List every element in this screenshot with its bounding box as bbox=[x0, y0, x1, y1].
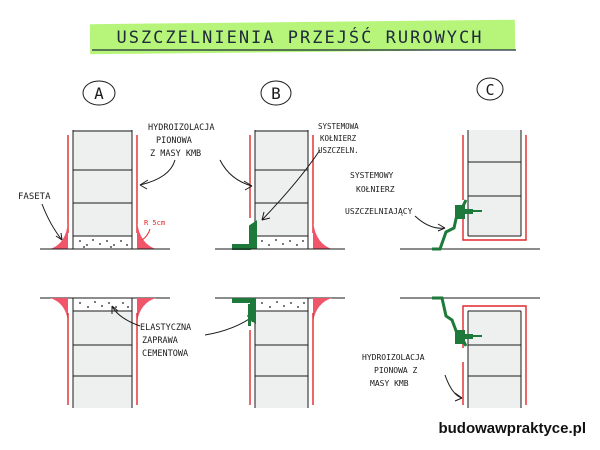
hydro-c-label-1: HYDROIZOLACJA bbox=[362, 353, 425, 362]
slab bbox=[254, 235, 309, 250]
faseta-label: FASETA bbox=[18, 192, 51, 202]
panel-c-bottom: HYDROIZOLACJA PIONOWA Z MASY KMB bbox=[362, 296, 540, 408]
hydro-c-label-3: MASY KMB bbox=[370, 379, 409, 388]
pipe-body bbox=[73, 130, 132, 236]
panel-c-top: SYSTEMOWY KOŁNIERZ USZCZELNIAJĄCY bbox=[345, 130, 540, 251]
title-highlight bbox=[89, 19, 516, 55]
brand-watermark: budowawpraktyce.pl bbox=[438, 420, 586, 437]
svg-text:A: A bbox=[94, 84, 104, 103]
r5cm-label: R 5cm bbox=[144, 219, 165, 227]
panel-b-bottom bbox=[215, 297, 345, 408]
slab bbox=[72, 297, 133, 312]
hydro-a-label-1: HYDROIZOLACJA bbox=[148, 123, 215, 133]
systemowa-b-label-1: SYSTEMOWA bbox=[318, 122, 359, 131]
zaprawa-label-3: CEMENTOWA bbox=[142, 349, 188, 359]
page-title: USZCZELNIENIA PRZEJŚĆ RUROWYCH bbox=[116, 26, 483, 48]
svg-text:B: B bbox=[271, 84, 281, 103]
zaprawa-label-2: ZAPRAWA bbox=[142, 336, 178, 346]
svg-text:C: C bbox=[485, 81, 494, 99]
panel-a-bottom: ELASTYCZNA ZAPRAWA CEMENTOWA bbox=[40, 297, 256, 408]
panel-a-top: HYDROIZOLACJA PIONOWA Z MASY KMB FASETA … bbox=[18, 123, 215, 250]
slab bbox=[72, 235, 133, 250]
panel-letter-c: C bbox=[476, 77, 504, 101]
panel-letter-a: A bbox=[82, 80, 116, 106]
hydro-a-label-2: PIONOWA bbox=[156, 136, 192, 146]
systemowy-c-label-3: USZCZELNIAJĄCY bbox=[345, 207, 413, 216]
faseta-left bbox=[50, 222, 68, 249]
faseta-right bbox=[137, 222, 156, 249]
slab bbox=[254, 297, 309, 312]
systemowy-c-label-1: SYSTEMOWY bbox=[350, 171, 394, 180]
hydro-c-label-2: PIONOWA Z bbox=[374, 366, 418, 375]
systemowy-c-label-2: KOŁNIERZ bbox=[356, 185, 395, 194]
panel-letter-b: B bbox=[260, 80, 292, 106]
title-banner: USZCZELNIENIA PRZEJŚĆ RUROWYCH bbox=[89, 19, 516, 55]
systemowa-b-label-3: USZCZELN. bbox=[318, 146, 359, 155]
zaprawa-label-1: ELASTYCZNA bbox=[140, 323, 191, 333]
hydro-a-label-3: Z MASY KMB bbox=[150, 149, 201, 159]
panel-b-top: SYSTEMOWA KOŁNIERZ USZCZELN. bbox=[215, 122, 359, 250]
systemowa-b-label-2: KOŁNIERZ bbox=[320, 134, 357, 143]
